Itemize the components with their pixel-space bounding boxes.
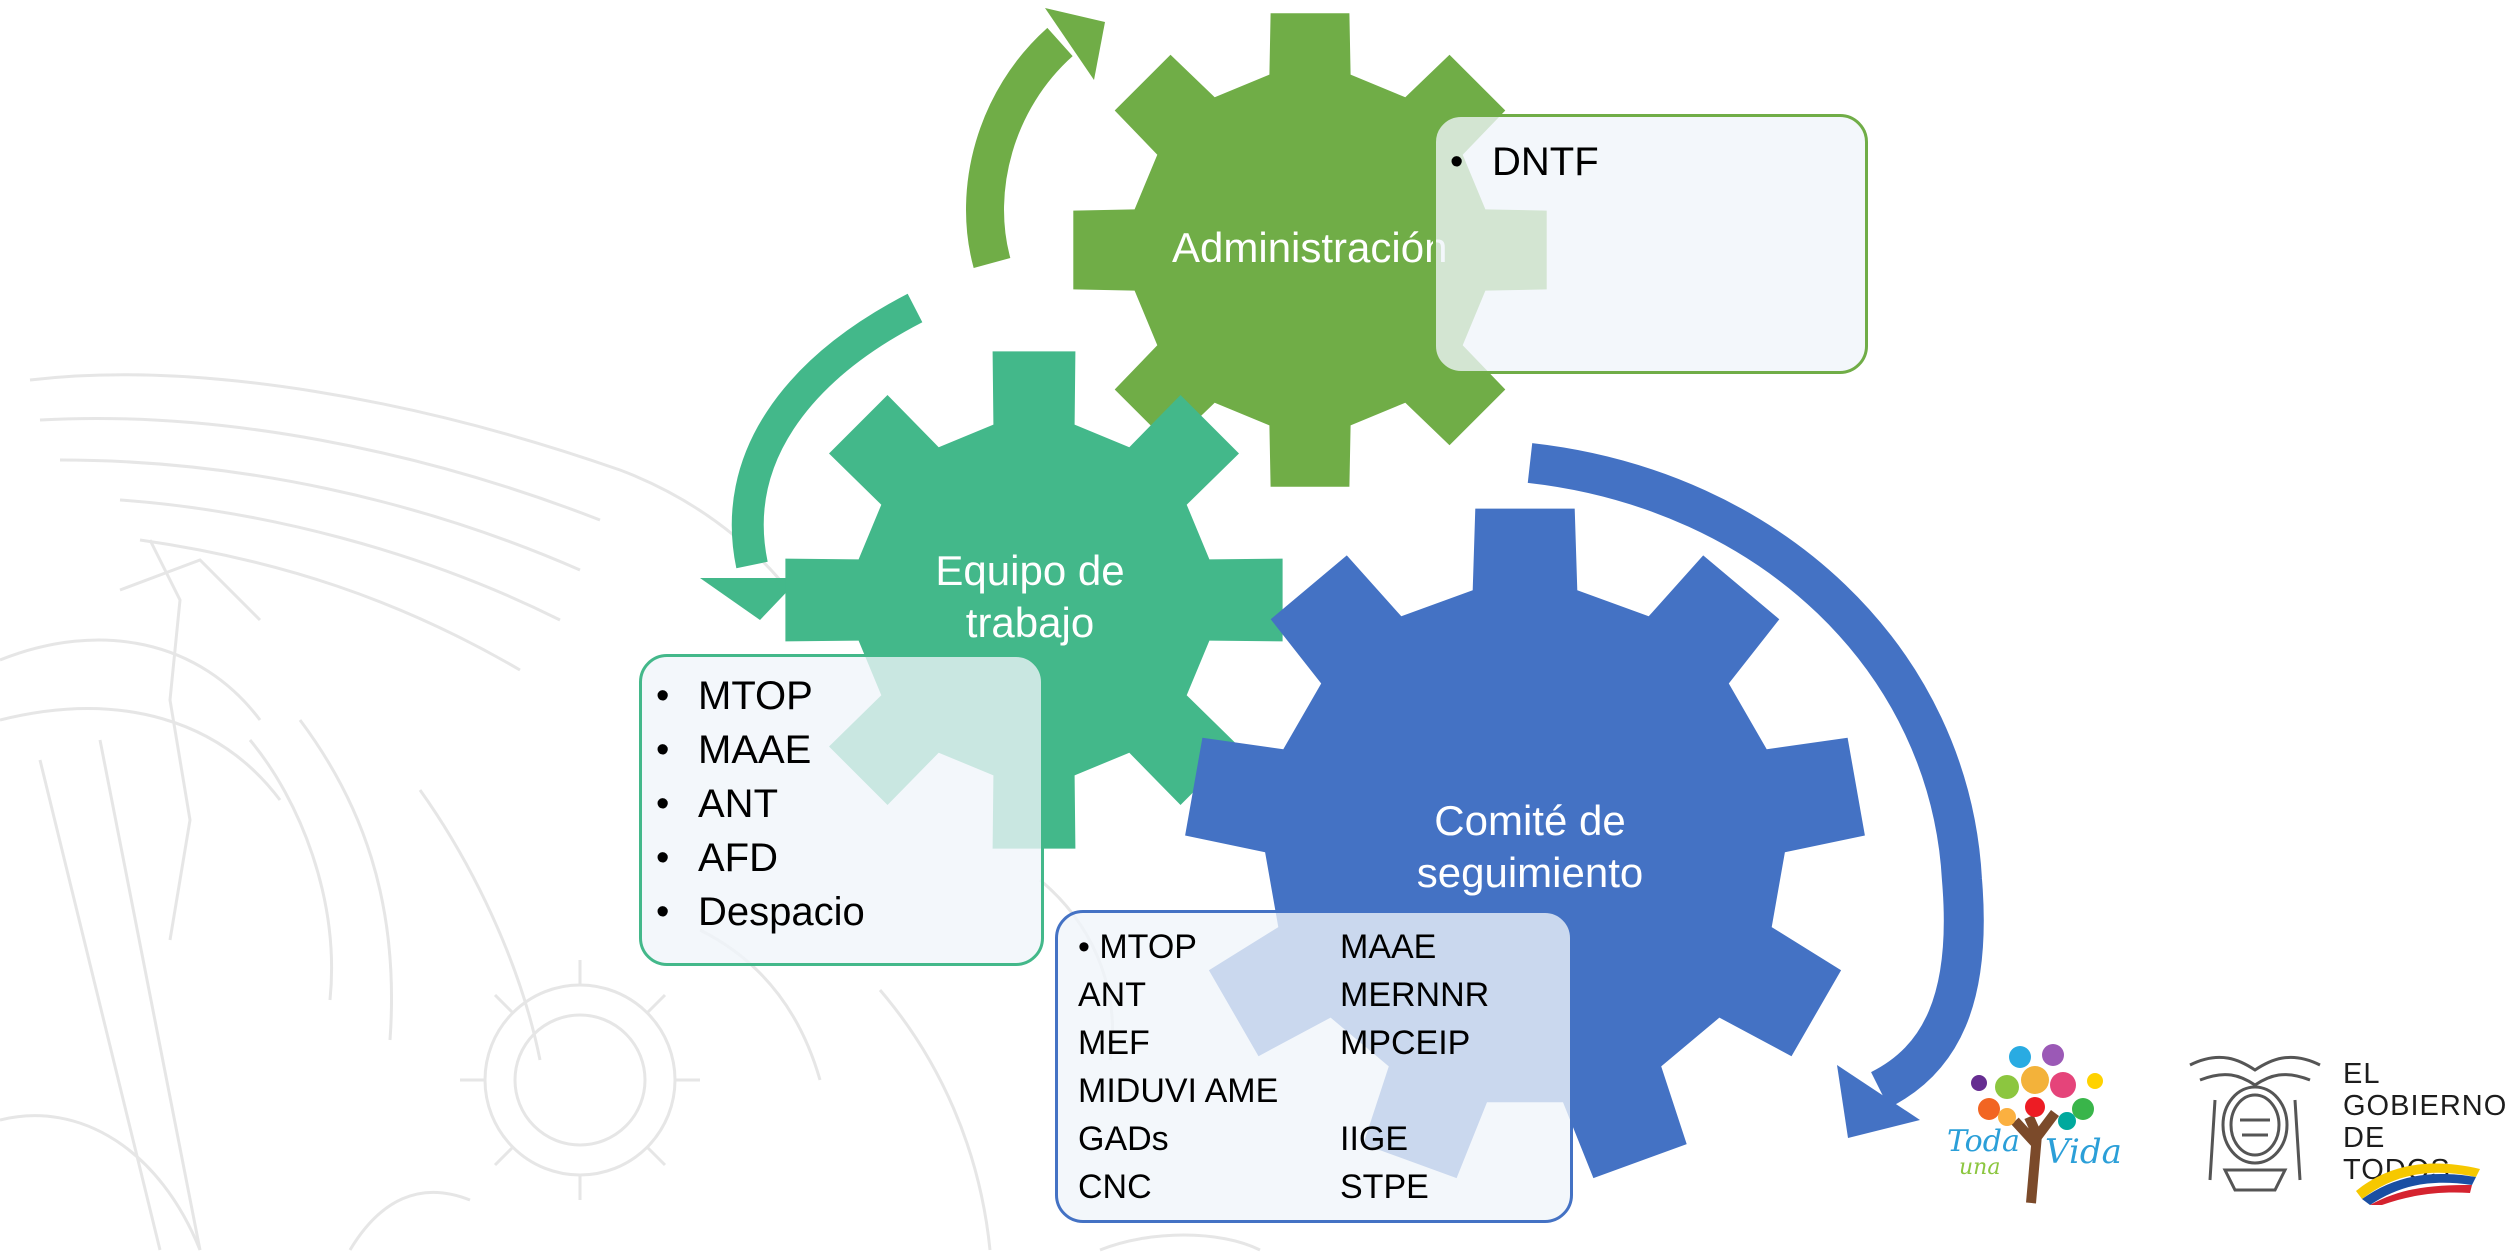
box-administracion: DNTF bbox=[1433, 114, 1868, 374]
arrow-top-green-head bbox=[1045, 8, 1105, 80]
grid-cell: MIDUVI AME bbox=[1078, 1072, 1279, 1110]
logo-word-una: una bbox=[1959, 1155, 2001, 1180]
box-equipo-de-trabajo: MTOP MAAE ANT AFD Despacio bbox=[639, 654, 1044, 966]
grid-cell: MERNNR bbox=[1340, 976, 1490, 1014]
flag-ribbon-icon bbox=[2356, 1163, 2480, 1205]
list-item: MAAE bbox=[642, 723, 1041, 777]
arrow-blue-head bbox=[1837, 1065, 1920, 1138]
logo-toda-una-vida: Toda una Vida bbox=[1945, 1025, 2125, 1205]
grid-cell: MAAE bbox=[1340, 928, 1437, 966]
logo-gobierno-line1: EL bbox=[2343, 1058, 2381, 1090]
arrow-blue bbox=[1527, 443, 1984, 1108]
list-item: ANT bbox=[642, 777, 1041, 831]
label-equipo: Equipo de trabajo bbox=[900, 545, 1160, 649]
grid-cell: IIGE bbox=[1340, 1120, 1409, 1158]
list-item: Despacio bbox=[642, 885, 1041, 939]
grid-cell: GADs bbox=[1078, 1120, 1169, 1158]
label-administracion: Administración bbox=[1172, 222, 1447, 274]
gear-administracion bbox=[1073, 13, 1547, 487]
logo-word-vida: Vida bbox=[2045, 1132, 2122, 1172]
logo-gobierno: EL GOBIERNO DE TODOS bbox=[2180, 1040, 2506, 1210]
list-administracion: DNTF bbox=[1436, 135, 1865, 189]
grid-cell: STPE bbox=[1340, 1168, 1429, 1206]
list-equipo-de-trabajo: MTOP MAAE ANT AFD Despacio bbox=[642, 669, 1041, 939]
logo-word-toda: Toda bbox=[1947, 1124, 2020, 1159]
arrow-top-green bbox=[966, 27, 1073, 269]
grid-cell: • MTOP bbox=[1078, 928, 1197, 966]
label-comite: Comité de seguimiento bbox=[1350, 795, 1710, 899]
grid-cell: ANT bbox=[1078, 976, 1146, 1014]
label-equipo-line2: trabajo bbox=[965, 599, 1095, 646]
list-item: MTOP bbox=[642, 669, 1041, 723]
grid-cell: CNC bbox=[1078, 1168, 1152, 1206]
arrow-teal bbox=[731, 293, 923, 569]
tree-icon bbox=[1971, 1044, 2103, 1204]
label-comite-line1: Comité de bbox=[1434, 797, 1626, 844]
gear-admin-shape bbox=[1073, 13, 1547, 487]
logo-gobierno-line2: GOBIERNO bbox=[2343, 1090, 2506, 1122]
grid-cell bbox=[1340, 1067, 1550, 1115]
coat-of-arms-icon bbox=[2189, 1055, 2321, 1192]
list-item: AFD bbox=[642, 831, 1041, 885]
grid-comite: • MTOP MAAE ANT MERNNR MEF MPCEIP MIDUVI… bbox=[1078, 923, 1550, 1211]
grid-cell: MEF bbox=[1078, 1024, 1150, 1062]
grid-cell: MPCEIP bbox=[1340, 1024, 1471, 1062]
arrow-teal-head bbox=[700, 578, 800, 620]
label-comite-line2: seguimiento bbox=[1416, 849, 1644, 896]
label-equipo-line1: Equipo de bbox=[935, 547, 1125, 594]
label-administracion-text: Administración bbox=[1172, 224, 1448, 271]
box-comite-de-seguimiento: • MTOP MAAE ANT MERNNR MEF MPCEIP MIDUVI… bbox=[1055, 910, 1573, 1223]
list-item: DNTF bbox=[1436, 135, 1865, 189]
